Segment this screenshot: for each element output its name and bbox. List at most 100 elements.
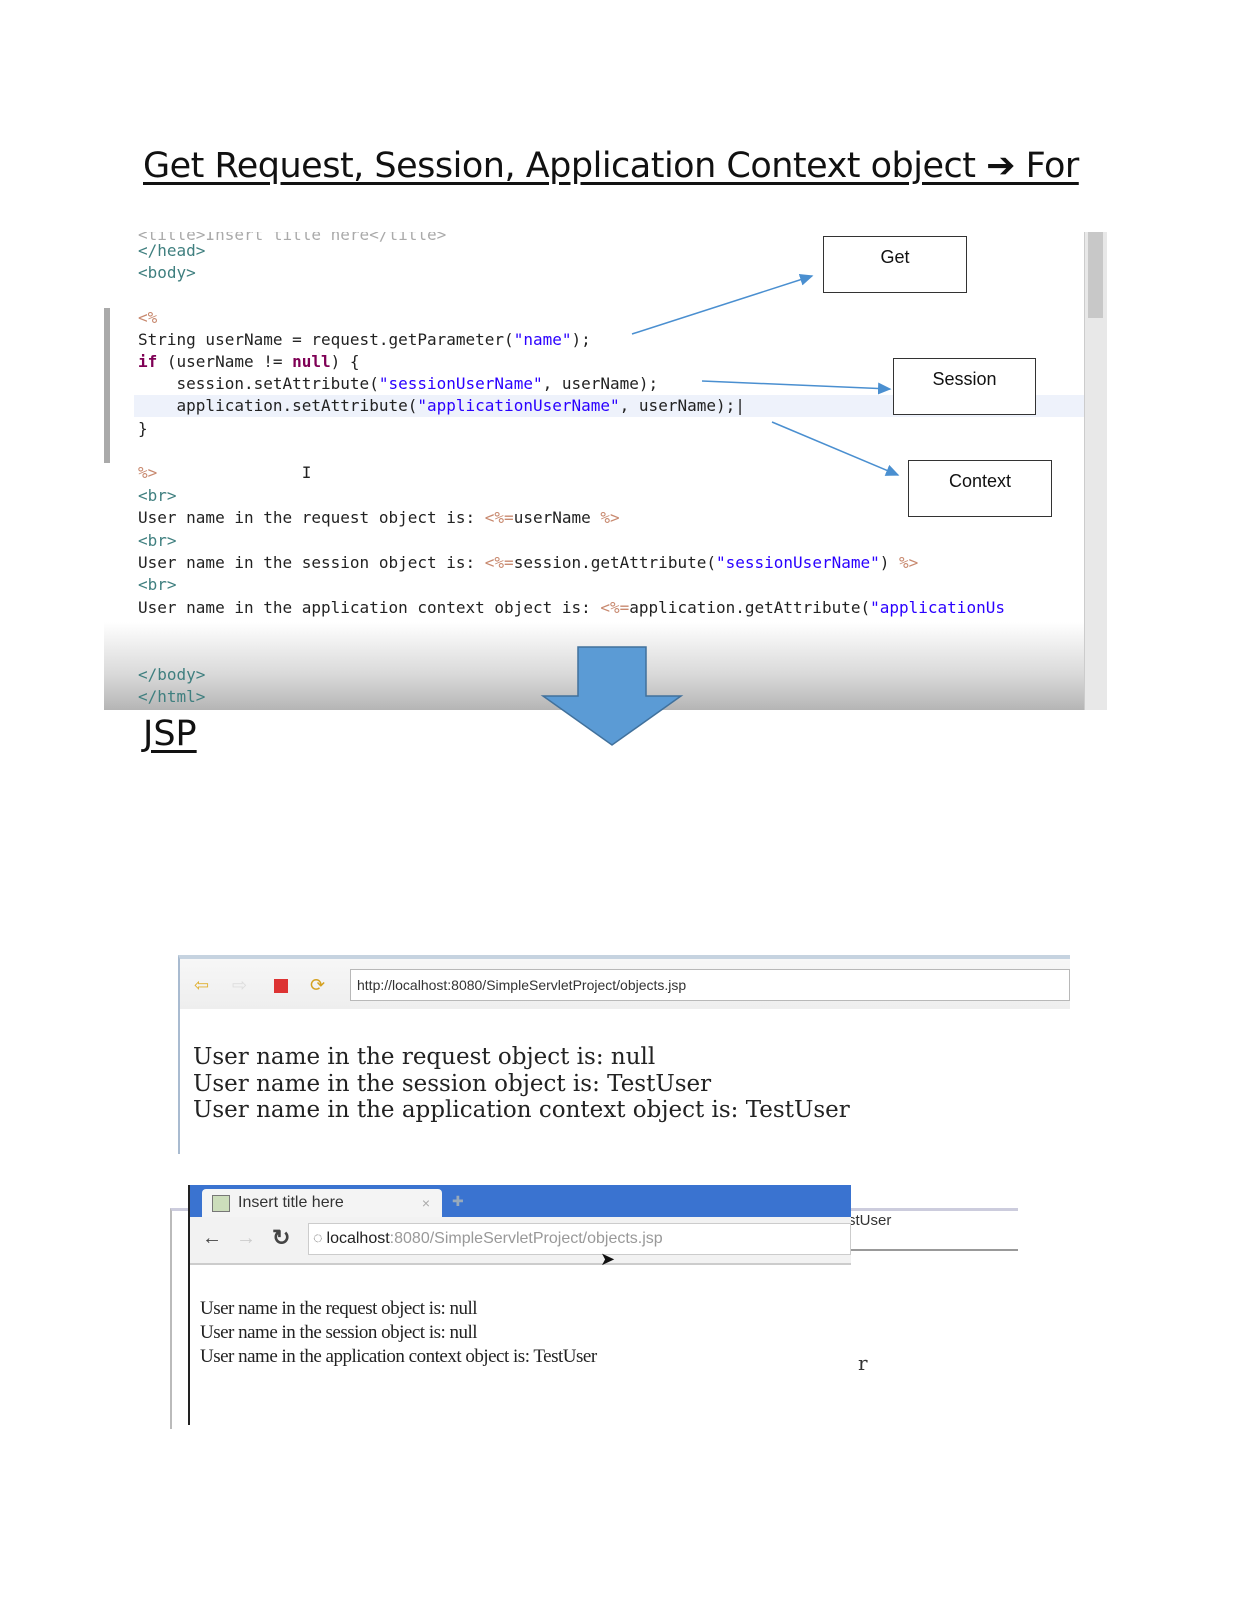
tab-insert-title[interactable]: Insert title here × — [202, 1189, 442, 1217]
code-line: <body> — [138, 262, 196, 284]
forward-icon[interactable]: ⇨ — [232, 975, 248, 995]
code-token: <%= — [484, 553, 514, 572]
code-token: <br> — [138, 575, 177, 594]
code-token: <%= — [484, 508, 514, 527]
code-token: ) { — [330, 352, 360, 371]
code-token: String userName = request.getParameter( — [138, 330, 514, 349]
code-token: User name in the application context obj… — [138, 598, 601, 617]
code-token: <br> — [138, 531, 177, 550]
arrow-to-session — [701, 380, 892, 395]
code-token: %> — [899, 553, 919, 572]
code-token: ) — [879, 553, 900, 572]
page-favicon-icon — [212, 1195, 230, 1212]
page-output: User name in the request object is: null… — [200, 1297, 597, 1369]
code-token: "sessionUserName" — [715, 553, 880, 572]
code-token: "name" — [513, 330, 572, 349]
address-bar[interactable]: ◌localhost:8080/SimpleServletProject/obj… — [308, 1223, 851, 1255]
code-token: %> — [138, 463, 158, 482]
output-line-request: User name in the request object is: null — [193, 1044, 656, 1070]
arrow-to-context — [771, 421, 900, 476]
browser-window-2: Insert title here × ✚ ← → ↻ ◌localhost:8… — [188, 1185, 851, 1425]
code-token: </head> — [138, 241, 206, 260]
code-token: </html> — [138, 687, 206, 706]
output-line-session: User name in the session object is: Test… — [193, 1070, 712, 1097]
code-token: "applicationUserName" — [417, 396, 620, 415]
code-token: ); — [571, 330, 591, 349]
callout-get: Get — [823, 236, 967, 293]
code-line: User name in the application context obj… — [138, 597, 1005, 619]
code-token: } — [138, 419, 148, 438]
code-token: application.getAttribute( — [629, 598, 871, 617]
output-line-request: User name in the request object is: null — [200, 1298, 478, 1319]
code-token: %> — [600, 508, 620, 527]
code-token: <body> — [138, 263, 196, 282]
arrow-to-get — [631, 273, 814, 335]
code-token: <% — [138, 308, 158, 327]
code-token: "applicationUs — [870, 598, 1005, 617]
mouse-cursor-icon: ➤ — [600, 1249, 616, 1269]
code-token: <title>Insert title here</title> — [138, 232, 447, 244]
code-line: <br> — [138, 485, 177, 507]
tab-bar: Insert title here × ✚ — [190, 1185, 851, 1217]
code-token: <%= — [600, 598, 630, 617]
code-token: session.setAttribute( — [138, 374, 379, 393]
code-token: "sessionUserName" — [378, 374, 543, 393]
editor-scrollbar[interactable] — [1084, 232, 1107, 710]
background-text: r — [858, 1351, 868, 1375]
code-line: <% — [138, 307, 157, 329]
code-line: %> I — [138, 462, 311, 484]
code-line: </head> — [138, 240, 205, 262]
back-icon[interactable]: ← — [202, 1227, 222, 1249]
output-line-context: User name in the application context obj… — [200, 1346, 597, 1367]
code-line: <br> — [138, 530, 177, 552]
new-tab-icon[interactable]: ✚ — [452, 1193, 464, 1209]
code-line: User name in the request object is: <%=u… — [138, 507, 620, 529]
code-line: User name in the session object is: <%=s… — [138, 552, 918, 574]
code-line: </body> — [138, 664, 205, 686]
code-token: User name in the session object is: — [138, 553, 485, 572]
code-token: session.getAttribute( — [513, 553, 716, 572]
browser-toolbar: ← → ↻ ◌localhost:8080/SimpleServletProje… — [190, 1217, 851, 1265]
callout-session: Session — [893, 358, 1036, 415]
page-title-continued: JSP — [143, 714, 197, 754]
code-token: User name in the request object is: — [138, 508, 485, 527]
code-token: if — [138, 352, 158, 371]
url-path: :8080/SimpleServletProject/objects.jsp — [389, 1230, 663, 1247]
code-line: if (userName != null) { — [138, 351, 360, 373]
code-token: , userName); — [542, 374, 659, 393]
code-token: userName — [513, 508, 601, 527]
code-token: </body> — [138, 665, 206, 684]
forward-icon[interactable]: → — [236, 1227, 256, 1249]
page-output: User name in the request object is: null… — [193, 1044, 850, 1124]
annotation-arrows — [540, 273, 900, 746]
editor-gutter-marker — [104, 308, 110, 463]
big-down-arrow — [540, 646, 684, 746]
code-line: session.setAttribute("sessionUserName", … — [138, 373, 659, 395]
reload-icon[interactable]: ⟳ — [310, 975, 326, 995]
divider — [848, 1249, 1018, 1251]
browser-window-1: ⇦ ⇨ ⟳ http://localhost:8080/SimpleServle… — [178, 955, 1070, 1154]
scrollbar-thumb[interactable] — [1088, 232, 1103, 318]
code-line: <br> — [138, 574, 177, 596]
globe-icon: ◌ — [313, 1230, 323, 1247]
code-line: application.setAttribute("applicationUse… — [138, 395, 745, 417]
output-line-session: User name in the session object is: null — [200, 1322, 478, 1343]
output-line-context: User name in the application context obj… — [193, 1097, 850, 1123]
tab-title: Insert title here — [238, 1194, 344, 1211]
browser-toolbar: ⇦ ⇨ ⟳ http://localhost:8080/SimpleServle… — [180, 959, 1070, 1009]
code-token: application.setAttribute( — [138, 396, 418, 415]
code-line: </html> — [138, 686, 205, 708]
close-tab-icon[interactable]: × — [421, 1195, 430, 1211]
background-text: stUser — [848, 1212, 892, 1229]
address-bar[interactable]: http://localhost:8080/SimpleServletProje… — [350, 969, 1070, 1001]
code-token: I — [157, 463, 312, 482]
reload-icon[interactable]: ↻ — [272, 1225, 291, 1250]
back-icon[interactable]: ⇦ — [194, 975, 210, 995]
code-line: String userName = request.getParameter("… — [138, 329, 591, 351]
code-token: (userName != — [157, 352, 293, 371]
stop-icon[interactable] — [274, 979, 288, 993]
current-line-highlight — [134, 395, 1085, 417]
code-token: null — [292, 352, 331, 371]
code-line: } — [138, 418, 148, 440]
